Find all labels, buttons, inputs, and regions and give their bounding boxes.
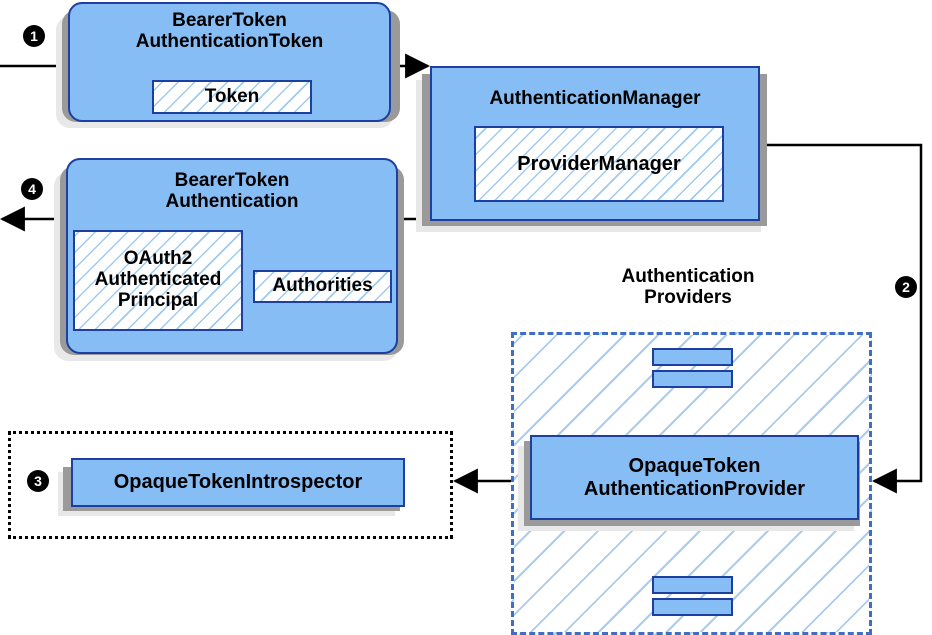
opaque-token-introspector-node[interactable]: OpaqueTokenIntrospector	[71, 458, 405, 507]
step-badge-1: 1	[23, 25, 45, 47]
bearer-token-authentication-token-node[interactable]: BearerToken AuthenticationToken Token	[68, 2, 391, 122]
opaque-token-introspector-title: OpaqueTokenIntrospector	[113, 471, 363, 494]
step-badge-4: 4	[21, 178, 43, 200]
bearer-token-authentication-token-title: BearerToken AuthenticationToken	[135, 10, 324, 53]
step-badge-2: 2	[895, 276, 917, 298]
bearer-token-authentication-title: BearerToken Authentication	[165, 170, 299, 213]
provider-manager-box[interactable]: ProviderManager	[474, 126, 724, 202]
authorities-box[interactable]: Authorities	[253, 270, 392, 303]
step-badge-3: 3	[27, 470, 49, 492]
token-box[interactable]: Token	[152, 80, 312, 114]
opaque-token-introspector-group	[8, 431, 453, 539]
provider-stack-top-bar-1	[652, 348, 733, 366]
bearer-token-authentication-node[interactable]: BearerToken Authentication OAuth2 Authen…	[66, 158, 398, 354]
provider-stack-bottom-bar-2	[652, 598, 733, 616]
provider-stack-bottom-bar-1	[652, 576, 733, 594]
authentication-manager-node[interactable]: AuthenticationManager ProviderManager	[430, 66, 760, 221]
authentication-manager-title: AuthenticationManager	[489, 88, 701, 109]
opaque-token-authentication-provider-node[interactable]: OpaqueToken AuthenticationProvider	[530, 435, 859, 520]
authentication-providers-caption: Authentication Providers	[621, 266, 755, 309]
provider-stack-top-bar-2	[652, 370, 733, 388]
oauth2-authenticated-principal-box[interactable]: OAuth2 Authenticated Principal	[73, 230, 243, 331]
opaque-token-authentication-provider-title: OpaqueToken AuthenticationProvider	[583, 455, 806, 500]
